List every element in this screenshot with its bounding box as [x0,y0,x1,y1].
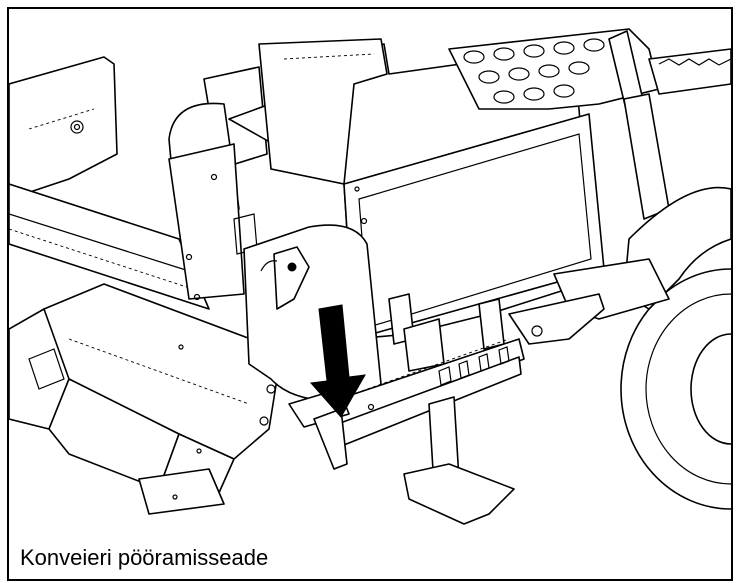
wheel-assembly [508,186,731,510]
support-leg [288,293,525,525]
pivot-hinge-plate [243,224,382,402]
conveyor-upper-body [9,56,118,200]
figure-caption: Konveieri pööramisseade [20,545,269,570]
machine-illustration [9,28,731,525]
hub-block [168,66,268,301]
conveyor-chute [9,283,278,515]
arrow-down-icon [309,304,366,418]
figure-frame: Konveieri pööramisseade [7,7,733,581]
perforated-grill [448,28,660,110]
conveyor-rails [9,183,210,310]
right-frame-post [608,30,731,220]
